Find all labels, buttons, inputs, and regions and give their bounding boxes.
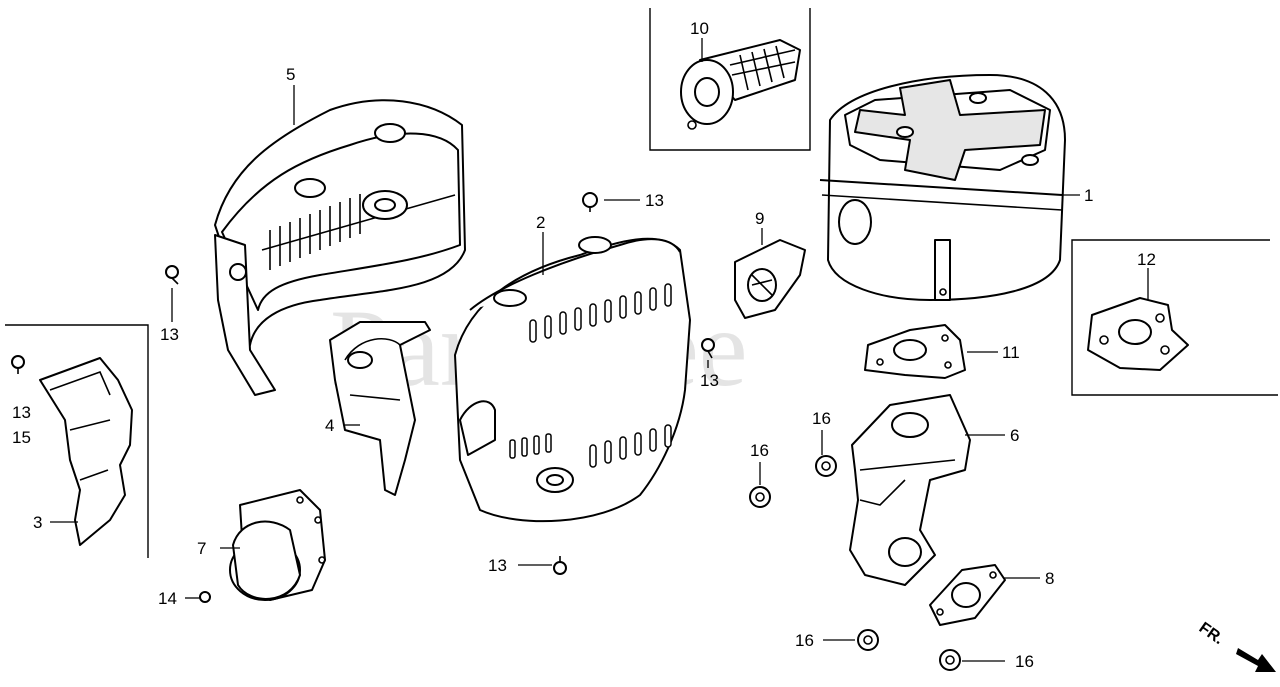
callout-8: 8 (1045, 569, 1054, 588)
bolt-13-inset[interactable] (11, 355, 25, 374)
arrow-icon (1236, 648, 1276, 672)
callout-11: 11 (1002, 343, 1020, 362)
part-10-spark-arrestor[interactable] (680, 39, 801, 130)
inset-box-10 (649, 8, 811, 151)
inset-box-12 (1071, 239, 1278, 396)
screw-14[interactable] (199, 591, 211, 603)
bolt-13-right[interactable] (701, 338, 715, 359)
part-3-bracket[interactable] (39, 357, 133, 546)
bolt-13-bottom[interactable] (553, 556, 567, 575)
callout-10: 10 (690, 19, 709, 38)
direction-label: FR. (1196, 619, 1227, 648)
callout-5: 5 (286, 65, 295, 84)
callout-16: 16 (795, 631, 814, 650)
nut-16-a[interactable] (749, 486, 771, 508)
inset-box-3 (5, 324, 149, 558)
callout-16: 16 (1015, 652, 1034, 671)
nut-16-b[interactable] (815, 455, 837, 477)
part-7-tail-cap[interactable] (229, 489, 326, 601)
part-5-shroud[interactable] (214, 99, 466, 396)
part-11-gasket[interactable] (864, 324, 966, 379)
nut-16-c[interactable] (857, 629, 879, 651)
front-direction-indicator: FR. (1196, 619, 1276, 672)
callout-14: 14 (158, 589, 177, 608)
part-2-muffler-protector[interactable] (454, 236, 691, 523)
part-8-gasket[interactable] (929, 564, 1006, 626)
callout-13: 13 (488, 556, 507, 575)
callout-9: 9 (755, 209, 764, 228)
callout-12: 12 (1137, 250, 1156, 269)
leader-lines (50, 38, 1149, 662)
nut-16-d[interactable] (939, 649, 961, 671)
part-4-bracket[interactable] (329, 321, 431, 496)
callout-13: 13 (700, 371, 719, 390)
bolt-13-top[interactable] (582, 192, 598, 212)
callout-6: 6 (1010, 426, 1019, 445)
callout-16: 16 (812, 409, 831, 428)
callout-15: 15 (12, 428, 31, 447)
callout-16: 16 (750, 441, 769, 460)
part-9-joint[interactable] (734, 239, 806, 319)
part-12-gasket[interactable] (1087, 297, 1189, 371)
callout-3: 3 (33, 513, 42, 532)
callout-13: 13 (160, 325, 179, 344)
callout-2: 2 (536, 213, 545, 232)
callout-13: 13 (12, 403, 31, 422)
callout-13: 13 (645, 191, 664, 210)
callout-labels: 5 2 13 13 13 9 10 1 12 11 6 8 7 14 4 3 1… (12, 19, 1156, 671)
callout-7: 7 (197, 539, 206, 558)
callout-1: 1 (1084, 186, 1093, 205)
callout-4: 4 (325, 416, 334, 435)
part-1-muffler[interactable] (819, 74, 1066, 301)
bolt-13-left[interactable] (165, 265, 179, 285)
part-6-exhaust-pipe[interactable] (849, 394, 971, 586)
